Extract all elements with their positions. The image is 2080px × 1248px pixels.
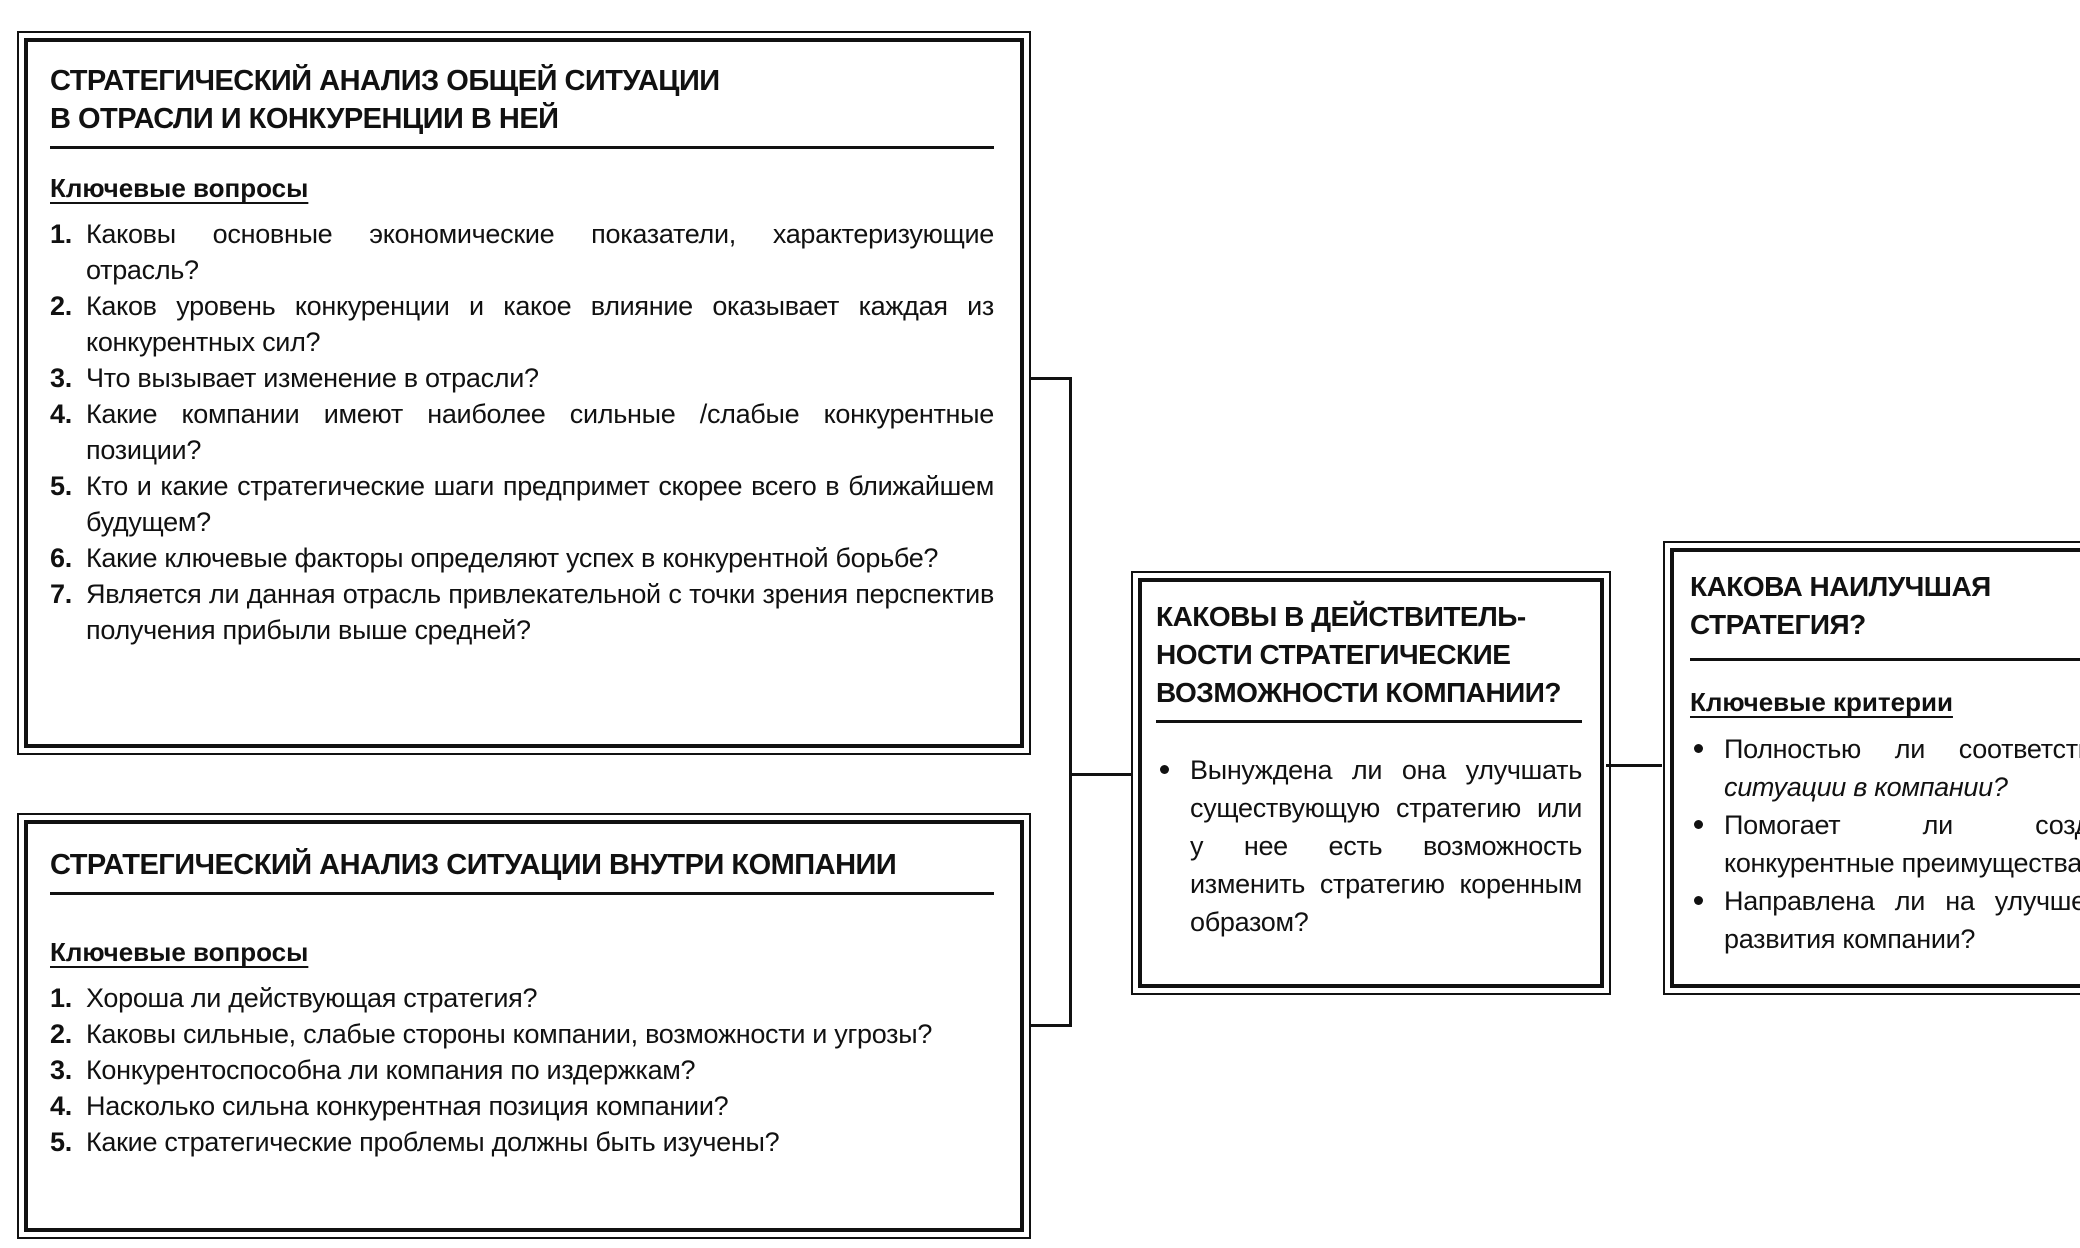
- list-item: 2.Каков уровень конкуренции и какое влия…: [50, 291, 994, 357]
- bullet-icon: [1694, 896, 1703, 905]
- industry-analysis-subhead: Ключевые вопросы: [50, 173, 309, 203]
- connector-box1-right: [1030, 377, 1072, 380]
- list-item: 4.Какие компании имеют наиболее сильные …: [50, 399, 994, 465]
- connector-to-box3: [1069, 773, 1131, 776]
- list-item: 3.Конкурентоспособна ли компания по изде…: [50, 1055, 696, 1085]
- strategic-options-title: КАКОВЫ В ДЕЙСТВИТЕЛЬ- НОСТИ СТРАТЕГИЧЕСК…: [1156, 598, 1582, 723]
- list-item: Направлена ли на улучшение развития комп…: [1690, 882, 2080, 958]
- best-strategy-subhead: Ключевые критерии: [1690, 687, 1953, 717]
- strategic-options-list: Вынуждена ли она улучшать существующую с…: [1156, 751, 1582, 941]
- list-item: 7.Является ли данная отрасль привлекател…: [50, 579, 994, 645]
- industry-analysis-title: СТРАТЕГИЧЕСКИЙ АНАЛИЗ ОБЩЕЙ СИТУАЦИИ В О…: [50, 62, 994, 149]
- list-item: 1.Каковы основные экономические показате…: [50, 219, 994, 285]
- list-item: 5.Кто и какие стратегические шаги предпр…: [50, 471, 994, 537]
- connector-vertical: [1069, 377, 1072, 1027]
- best-strategy-box: КАКОВА НАИЛУЧШАЯ СТРАТЕГИЯ? Ключевые кри…: [1663, 541, 2080, 995]
- list-item: Полностью ли соответствует ситуации в ко…: [1690, 730, 2080, 806]
- list-item: 4.Насколько сильна конкурентная позиция …: [50, 1091, 729, 1121]
- bullet-icon: [1694, 820, 1703, 829]
- best-strategy-clip: КАКОВА НАИЛУЧШАЯ СТРАТЕГИЯ? Ключевые кри…: [1660, 530, 2080, 1010]
- company-analysis-box: СТРАТЕГИЧЕСКИЙ АНАЛИЗ СИТУАЦИИ ВНУТРИ КО…: [17, 813, 1031, 1239]
- connector-box3-to-box4: [1606, 764, 1662, 767]
- list-item: Вынуждена ли она улучшать существующую с…: [1156, 751, 1582, 941]
- strategic-options-box: КАКОВЫ В ДЕЙСТВИТЕЛЬ- НОСТИ СТРАТЕГИЧЕСК…: [1131, 571, 1611, 995]
- list-item: 2.Каковы сильные, слабые стороны компани…: [50, 1019, 933, 1049]
- bullet-icon: [1694, 744, 1703, 753]
- list-item: 6.Какие ключевые факторы определяют успе…: [50, 543, 939, 573]
- list-item: Помогает ли создать конкурентные преимущ…: [1690, 806, 2080, 882]
- industry-analysis-box: СТРАТЕГИЧЕСКИЙ АНАЛИЗ ОБЩЕЙ СИТУАЦИИ В О…: [17, 31, 1031, 755]
- company-analysis-title: СТРАТЕГИЧЕСКИЙ АНАЛИЗ СИТУАЦИИ ВНУТРИ КО…: [50, 846, 994, 895]
- best-strategy-title: КАКОВА НАИЛУЧШАЯ СТРАТЕГИЯ?: [1690, 568, 2080, 661]
- connector-box2-right: [1030, 1024, 1072, 1027]
- best-strategy-criteria-list: Полностью ли соответствует ситуации в ко…: [1690, 730, 2080, 958]
- bullet-icon: [1160, 765, 1169, 774]
- list-item: 5.Какие стратегические проблемы должны б…: [50, 1127, 780, 1157]
- industry-questions-list: 1.Каковы основные экономические показате…: [50, 216, 994, 648]
- company-questions-list: 1.Хороша ли действующая стратегия? 2.Как…: [50, 980, 994, 1160]
- list-item: 3.Что вызывает изменение в отрасли?: [50, 363, 539, 393]
- list-item: 1.Хороша ли действующая стратегия?: [50, 983, 538, 1013]
- company-analysis-subhead: Ключевые вопросы: [50, 937, 309, 967]
